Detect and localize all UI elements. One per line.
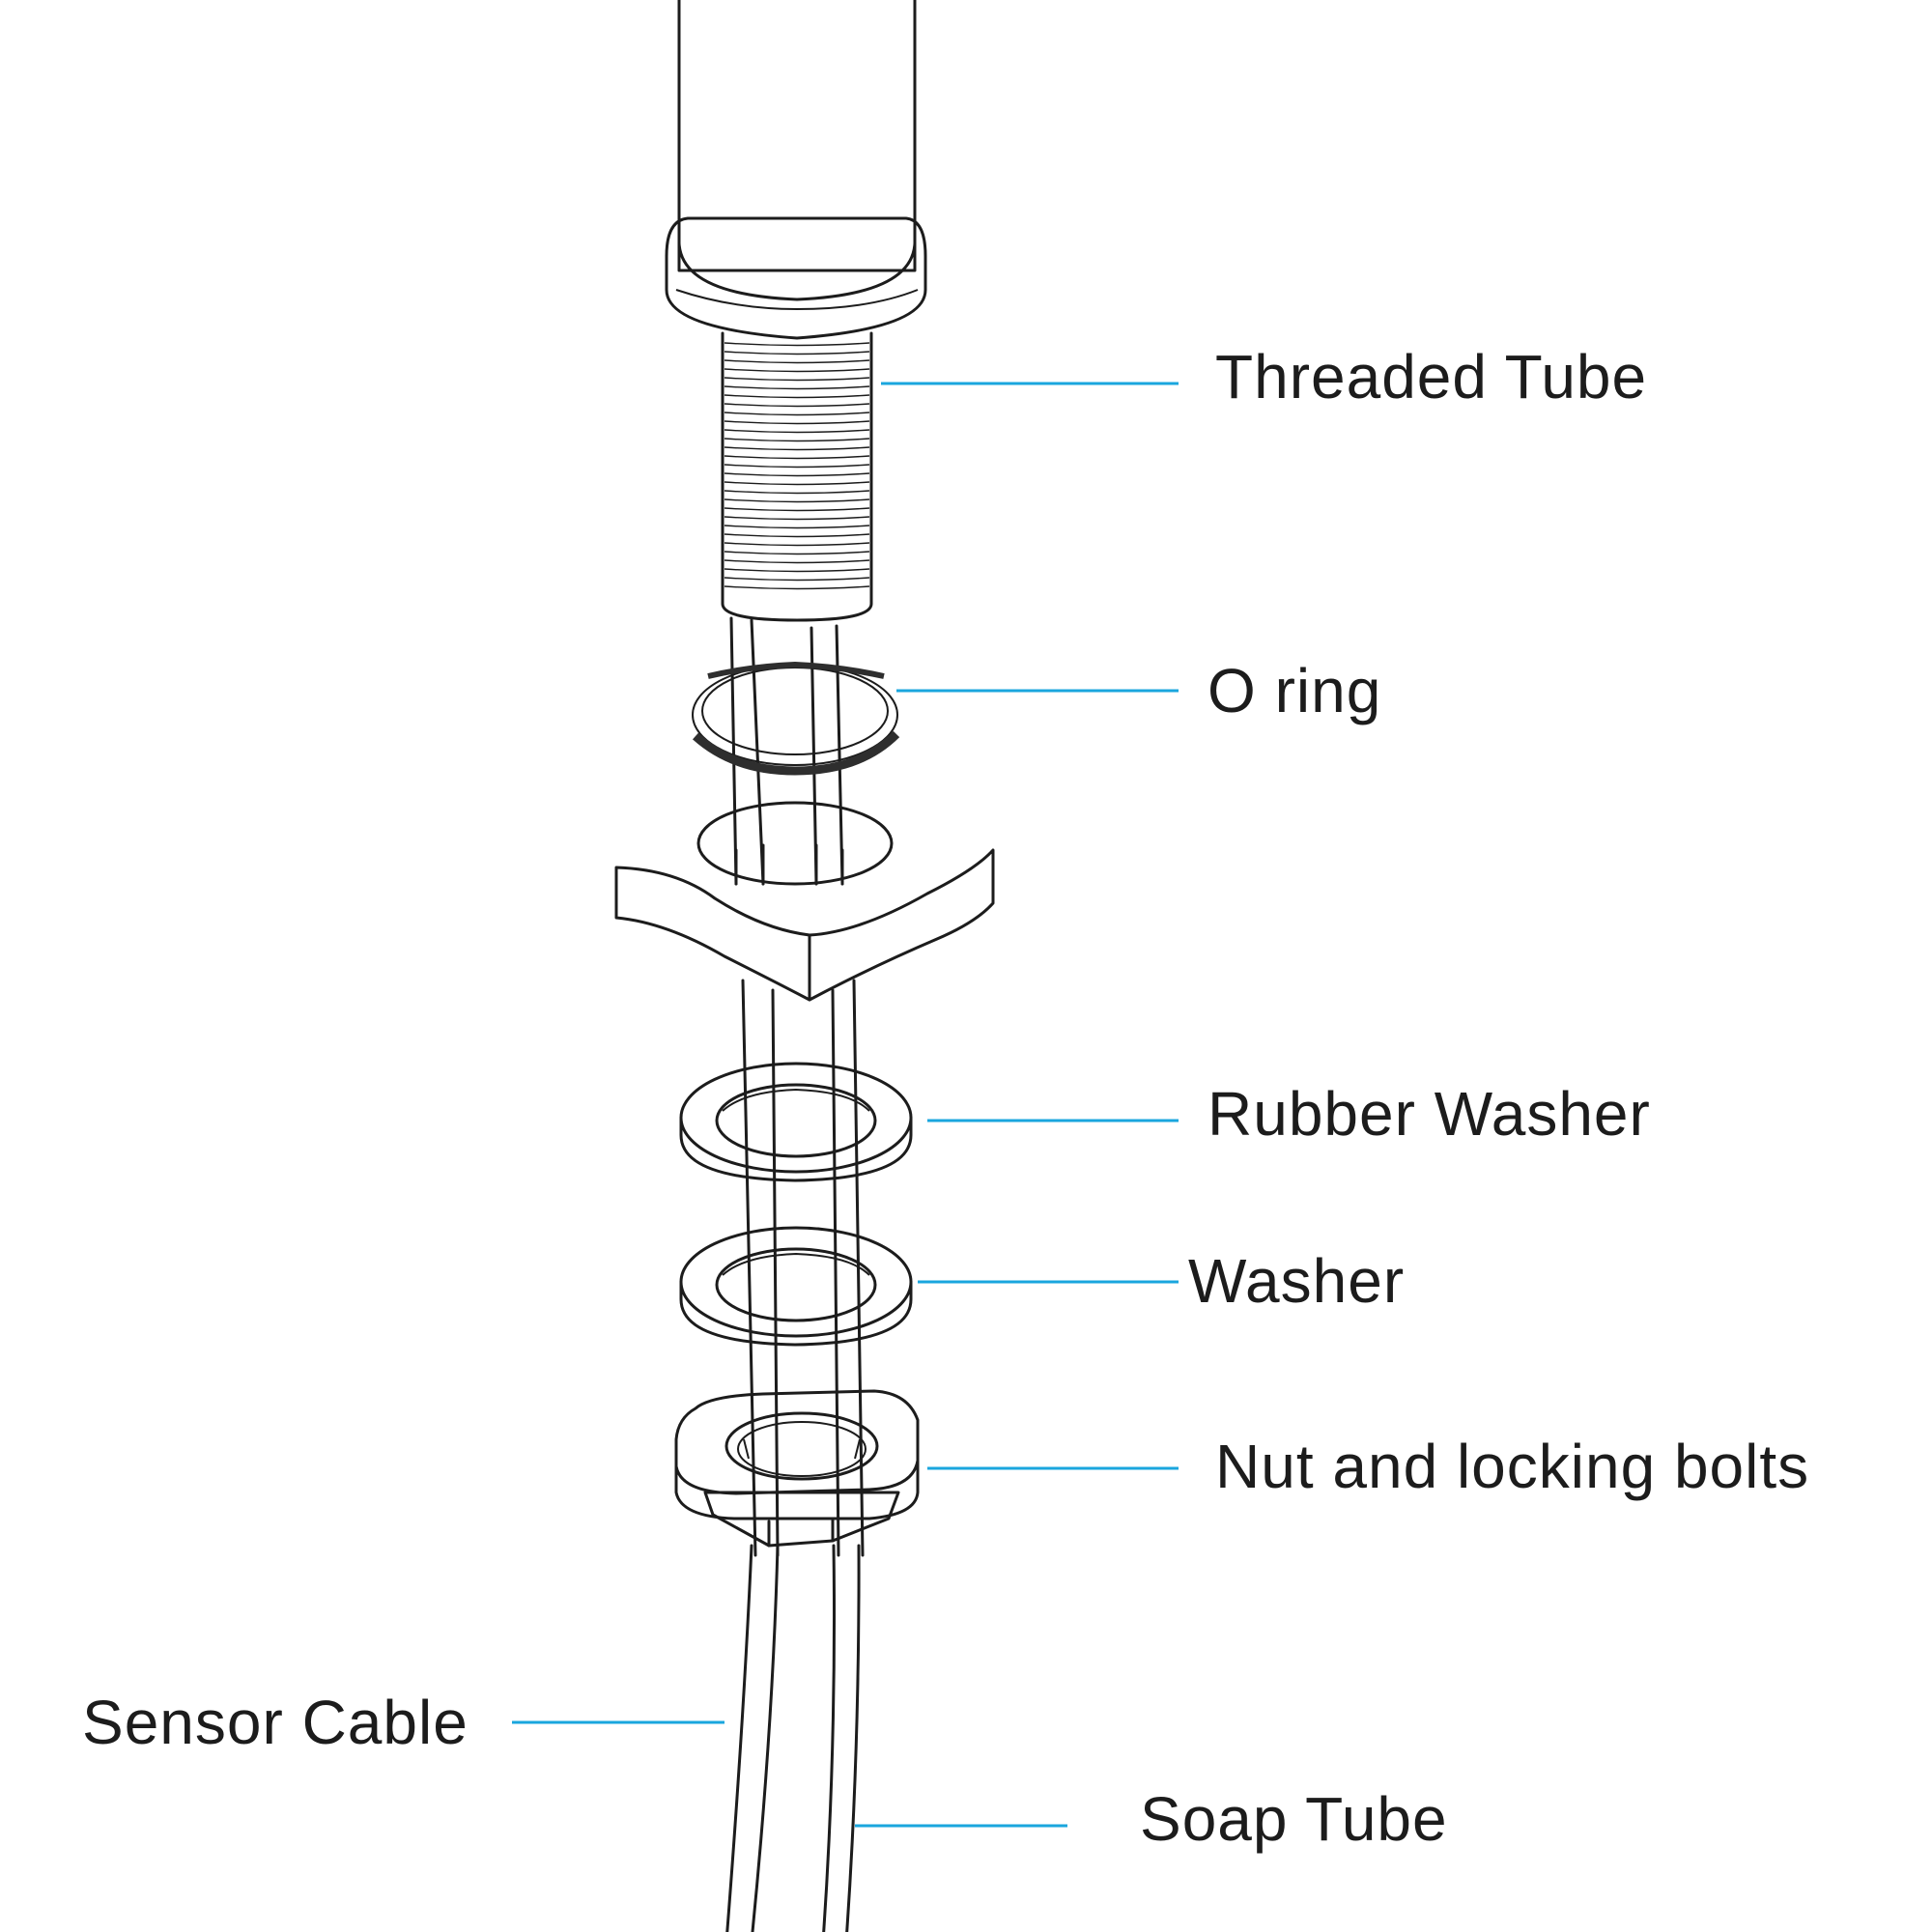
thread-line: [724, 577, 870, 582]
faucet-column: [677, 0, 917, 272]
washer: [679, 1226, 913, 1347]
thread-line: [724, 412, 870, 416]
faucet-base-flange: [665, 216, 927, 340]
thread-line: [724, 472, 870, 477]
thread-line: [724, 525, 870, 529]
thread-line: [724, 464, 870, 469]
thread-line: [724, 351, 870, 355]
thread-line: [724, 568, 870, 573]
thread-line: [724, 551, 870, 555]
thread-line: [724, 542, 870, 547]
thread-line: [724, 420, 870, 425]
thread-line: [724, 516, 870, 521]
threaded-tube: [721, 331, 873, 622]
label-washer: Washer: [1188, 1246, 1405, 1316]
thread-line: [724, 455, 870, 460]
label-threaded-tube: Threaded Tube: [1215, 342, 1647, 412]
thread-line: [724, 446, 870, 451]
thread-line: [724, 429, 870, 434]
thread-line: [724, 385, 870, 390]
cable-bundle: [725, 616, 865, 1932]
thread-line: [724, 559, 870, 564]
thread-line: [724, 394, 870, 399]
thread-line: [724, 368, 870, 373]
thread-line: [724, 498, 870, 503]
faucet-body: [665, 0, 927, 340]
label-rubber-washer: Rubber Washer: [1208, 1079, 1651, 1149]
thread-line: [724, 533, 870, 538]
thread-line: [724, 585, 870, 590]
thread-line: [724, 403, 870, 408]
label-soap-tube: Soap Tube: [1140, 1784, 1448, 1854]
part-labels: Threaded Tube O ring Rubber Washer Washe…: [82, 342, 1809, 1854]
thread-line: [724, 481, 870, 486]
rubber-washer: [679, 1062, 913, 1182]
label-sensor-cable: Sensor Cable: [82, 1688, 469, 1757]
thread-line: [724, 377, 870, 382]
tube-threads: [724, 342, 870, 590]
label-o-ring: O ring: [1208, 656, 1381, 725]
countertop-deck: [614, 801, 995, 1002]
thread-line: [724, 342, 870, 347]
label-nut-and-locking-bolts: Nut and locking bolts: [1215, 1432, 1809, 1501]
thread-line: [724, 490, 870, 495]
thread-line: [724, 507, 870, 512]
o-ring: [692, 661, 900, 776]
nut-and-locking-bolts: [674, 1389, 920, 1548]
thread-line: [724, 438, 870, 442]
leader-lines: [512, 382, 1179, 1828]
thread-line: [724, 359, 870, 364]
